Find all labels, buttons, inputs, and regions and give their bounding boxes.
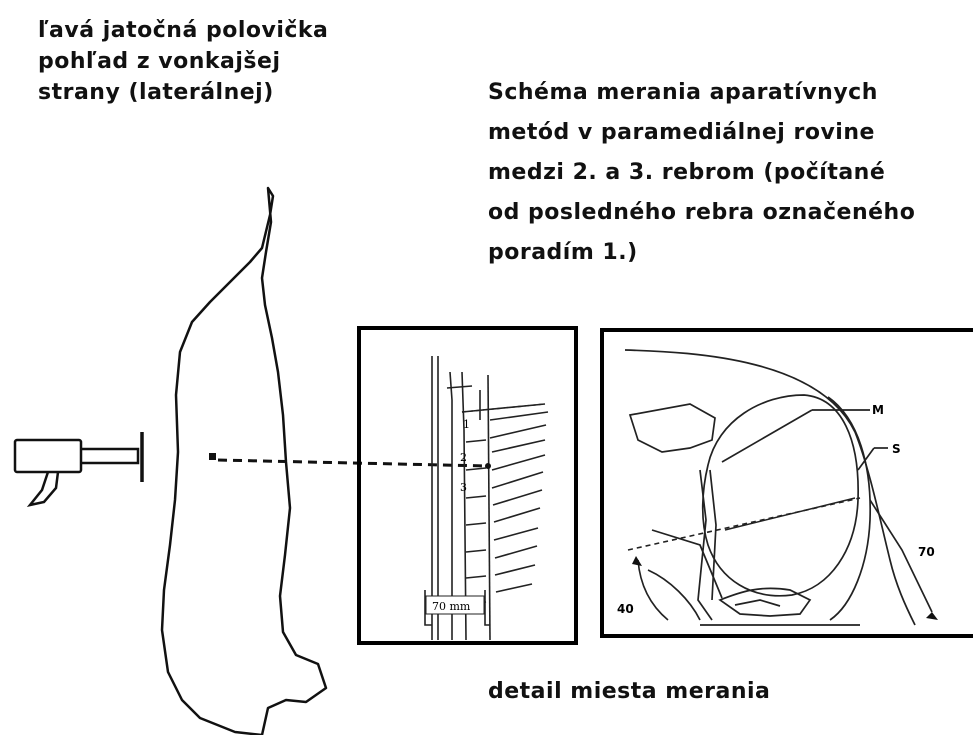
rib-label-2: 2 <box>460 451 467 464</box>
label-s: S <box>892 442 901 456</box>
label-m: M <box>872 403 884 417</box>
probe-device <box>15 432 142 505</box>
measurement-line <box>218 460 488 466</box>
detail-panel: M S 70 40 <box>602 330 973 636</box>
rib-label-3: 3 <box>460 481 467 494</box>
angle-label-70: 70 <box>918 545 935 559</box>
angle-label-40: 40 <box>617 602 634 616</box>
rib-label-1: 1 <box>463 418 470 431</box>
rib-panel: 1 2 3 70 mm <box>359 328 576 643</box>
width-label: 70 mm <box>432 600 471 613</box>
measurement-point <box>209 453 216 460</box>
